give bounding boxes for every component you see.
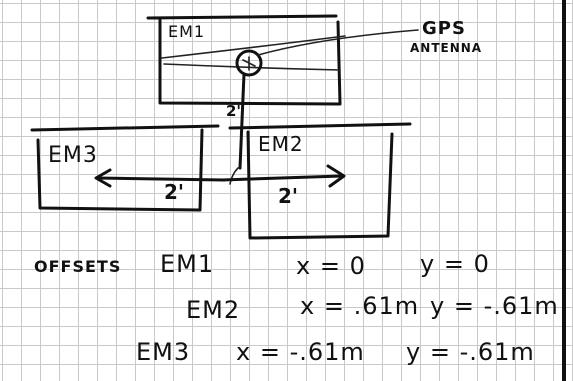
- em2-label: EM2: [258, 132, 304, 156]
- offset-row-em2-name: EM2: [186, 296, 241, 324]
- vertical-connector-tail: [229, 167, 239, 185]
- offset-row-em2-x: x = .61m: [300, 292, 420, 320]
- em2-box-outline: [228, 122, 412, 240]
- offset-row-em3-x: x = -.61m: [236, 338, 365, 366]
- antenna-label: ANTENNA: [410, 41, 483, 55]
- em1-label: EM1: [168, 22, 206, 41]
- offset-row-em1-name: EM1: [160, 250, 215, 278]
- left-distance-label: 2': [164, 180, 185, 204]
- vertical-connector: [238, 72, 246, 170]
- offset-row-em1-y: y = 0: [420, 250, 490, 278]
- offset-row-em3-y: y = -.61m: [406, 338, 535, 366]
- left-arrow: [94, 168, 226, 188]
- em1-inner-line-upper: [161, 35, 346, 59]
- em1-box-outline: [146, 14, 342, 106]
- antenna-center-mark: [242, 56, 256, 71]
- offset-row-em1-x: x = 0: [296, 252, 366, 280]
- em1-inner-line-lower: [163, 63, 341, 71]
- right-distance-label: 2': [278, 184, 299, 208]
- vertical-distance-label: 2': [226, 102, 242, 120]
- right-arrow: [220, 164, 346, 188]
- offset-row-em2-y: y = -.61m: [430, 292, 559, 320]
- page-right-edge-line: [562, 0, 566, 381]
- offset-row-em3-name: EM3: [136, 338, 191, 366]
- antenna-leader-line: [257, 29, 419, 56]
- em3-label: EM3: [48, 143, 98, 168]
- offsets-title: OFFSETS: [34, 257, 122, 276]
- em3-box-outline: [30, 124, 220, 212]
- antenna-circle: [235, 49, 263, 77]
- gps-label: GPS: [422, 18, 466, 39]
